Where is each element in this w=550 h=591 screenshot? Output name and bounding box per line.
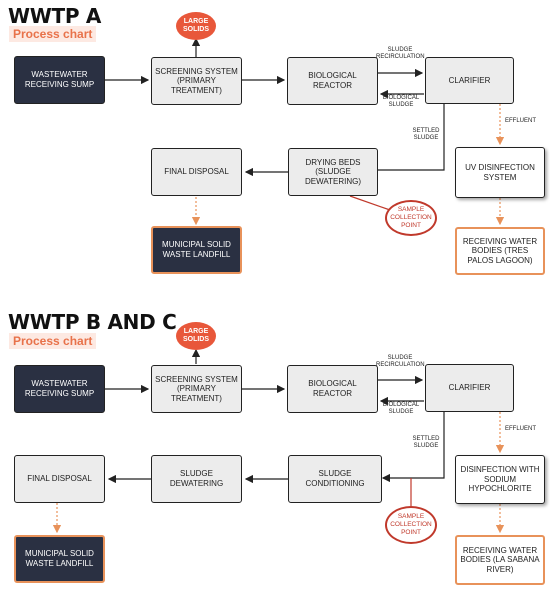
sample-collection-point: SAMPLE COLLECTION POINT [385, 200, 437, 236]
final-disposal-box: FINAL DISPOSAL [151, 148, 242, 196]
screening-system-box: SCREENING SYSTEM (PRIMARY TREATMENT) [151, 365, 242, 413]
wwtp-a-title: WWTP A [8, 4, 102, 28]
drying-beds-box: DRYING BEDS (SLUDGE DEWATERING) [288, 148, 378, 196]
biological-reactor-box: BIOLOGICAL REACTOR [287, 365, 378, 413]
final-disposal-box: FINAL DISPOSAL [14, 455, 105, 503]
sludge-conditioning-box: SLUDGE CONDITIONING [288, 455, 382, 503]
sludge-recirculation-label: SLUDGE RECIRCULATION [376, 355, 425, 368]
sample-collection-point: SAMPLE COLLECTION POINT [385, 506, 437, 544]
large-solids-bubble: LARGE SOLIDS [176, 322, 216, 350]
receiving-sump-box: WASTEWATER RECEIVING SUMP [14, 365, 105, 413]
uv-disinfection-box: UV DISINFECTION SYSTEM [455, 147, 545, 198]
hypochlorite-disinfection-box: DISINFECTION WITH SODIUM HYPOCHLORITE [455, 455, 545, 504]
landfill-box: MUNICIPAL SOLID WASTE LANDFILL [14, 535, 105, 583]
wwtp-bc-subtitle: Process chart [9, 333, 97, 349]
sludge-dewatering-box: SLUDGE DEWATERING [151, 455, 242, 503]
biological-sludge-label: BIOLOGICAL SLUDGE [382, 402, 420, 415]
clarifier-box: CLARIFIER [425, 364, 514, 412]
settled-sludge-label: SETTLED SLUDGE [412, 436, 440, 449]
settled-sludge-label: SETTLED SLUDGE [412, 128, 440, 141]
large-solids-bubble: LARGE SOLIDS [176, 12, 216, 40]
screening-system-box: SCREENING SYSTEM (PRIMARY TREATMENT) [151, 57, 242, 105]
wwtp-a-subtitle: Process chart [9, 26, 97, 42]
biological-sludge-label: BIOLOGICAL SLUDGE [382, 95, 420, 108]
clarifier-box: CLARIFIER [425, 57, 514, 104]
biological-reactor-box: BIOLOGICAL REACTOR [287, 57, 378, 105]
receiving-water-bodies-box: RECEIVING WATER BODIES (TRES PALOS LAGOO… [455, 227, 545, 275]
receiving-water-bodies-box: RECEIVING WATER BODIES (LA SABANA RIVER) [455, 535, 545, 585]
effluent-label: EFFLUENT [505, 426, 537, 432]
receiving-sump-box: WASTEWATER RECEIVING SUMP [14, 56, 105, 104]
wwtp-bc-title: WWTP B AND C [8, 310, 177, 334]
effluent-label: EFFLUENT [505, 118, 537, 124]
landfill-box: MUNICIPAL SOLID WASTE LANDFILL [151, 226, 242, 274]
sludge-recirculation-label: SLUDGE RECIRCULATION [376, 47, 425, 60]
